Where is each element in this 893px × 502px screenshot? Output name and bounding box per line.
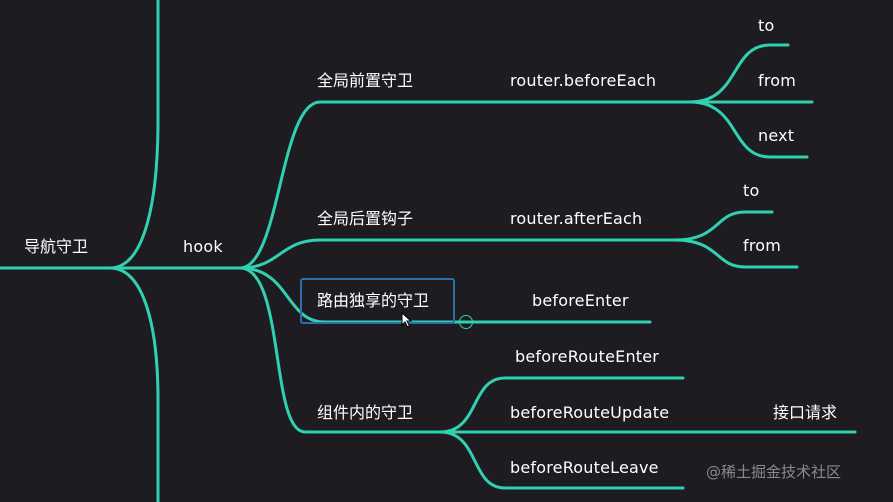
node-global-before[interactable]: 全局前置守卫 [317,71,414,90]
collapse-circle-icon[interactable] [459,315,473,329]
node-global-after[interactable]: 全局后置钩子 [317,209,414,228]
node-be-from[interactable]: from [758,71,797,90]
branch-component [238,266,442,434]
branch-global-after [238,238,677,270]
mouse-pointer-icon [401,312,413,328]
trunk-down [108,266,160,502]
node-be-to[interactable]: to [758,16,775,35]
branch-bre [438,376,685,434]
node-before-enter[interactable]: beforeEnter [532,291,629,310]
node-component-guard[interactable]: 组件内的守卫 [317,403,414,422]
watermark: @稀土掘金技术社区 [706,463,842,481]
node-route-exclusive[interactable]: 路由独享的守卫 [317,291,430,310]
node-before-route-update[interactable]: beforeRouteUpdate [510,403,670,422]
node-ae-to[interactable]: to [743,181,760,200]
trunk-up [108,0,160,270]
node-api-request[interactable]: 接口请求 [773,403,838,422]
node-before-route-leave[interactable]: beforeRouteLeave [510,458,659,477]
branch-ae-to [673,210,774,242]
node-ae-from[interactable]: from [743,236,782,255]
branch-be-next [688,100,809,159]
node-be-next[interactable]: next [758,126,795,145]
branch-global-before [238,100,692,270]
node-root[interactable]: 导航守卫 [24,237,89,256]
node-hook[interactable]: hook [183,237,223,256]
selection-outline [300,278,455,324]
branch-brl [438,430,685,490]
branch-route-exclusive [238,266,652,324]
branch-be-to [688,43,790,104]
node-router-before-each[interactable]: router.beforeEach [510,71,657,90]
branch-ae-from [673,238,799,269]
node-router-after-each[interactable]: router.afterEach [510,209,643,228]
node-before-route-enter[interactable]: beforeRouteEnter [515,347,660,366]
